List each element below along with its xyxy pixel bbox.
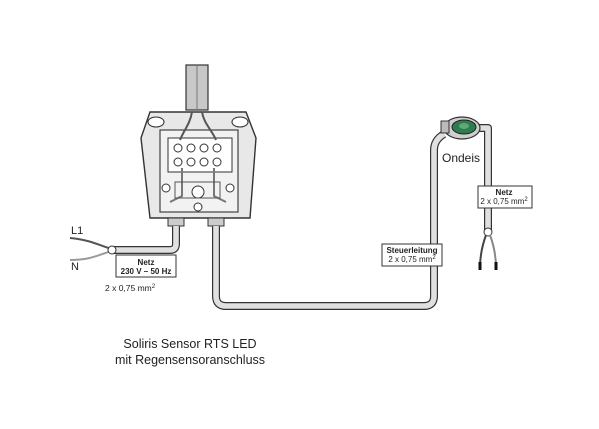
caption-line-2: mit Regensensoranschluss <box>114 353 266 367</box>
netz-left-title: Netz <box>138 258 155 267</box>
netz-left-spec: 230 V – 50 Hz <box>121 267 172 276</box>
top-cable <box>185 64 209 111</box>
netz-left-cable: 2 x 0,75 mm2 <box>105 283 156 293</box>
netz-right-cable: 2 x 0,75 mm2 <box>480 197 528 206</box>
netz-left-label: Netz 230 V – 50 Hz <box>115 254 177 278</box>
junction-box <box>140 111 257 227</box>
caption-line-1: Soliris Sensor RTS LED <box>123 337 257 351</box>
label-l1: L1 <box>71 225 83 237</box>
netz-right-title: Netz <box>496 188 513 197</box>
steuerleitung-label: Steuerleitung 2 x 0,75 mm2 <box>381 243 443 267</box>
terminal-screws <box>173 143 222 167</box>
ondeis-sensor <box>440 116 492 232</box>
sensor-leads <box>478 227 498 270</box>
control-cable <box>212 130 447 310</box>
netz-right-label: Netz 2 x 0,75 mm2 <box>477 185 533 209</box>
steuerleitung-title: Steuerleitung <box>386 246 437 255</box>
ondeis-label: Ondeis <box>442 151 480 165</box>
steuerleitung-cable: 2 x 0,75 mm2 <box>388 255 436 264</box>
mounting-hole-right <box>231 116 249 128</box>
mounting-hole-left <box>147 116 165 128</box>
power-cable <box>69 226 180 261</box>
label-n: N <box>71 261 79 273</box>
terminal-block <box>167 137 233 173</box>
diagram-caption: Soliris Sensor RTS LED mit Regensensoran… <box>105 336 275 368</box>
